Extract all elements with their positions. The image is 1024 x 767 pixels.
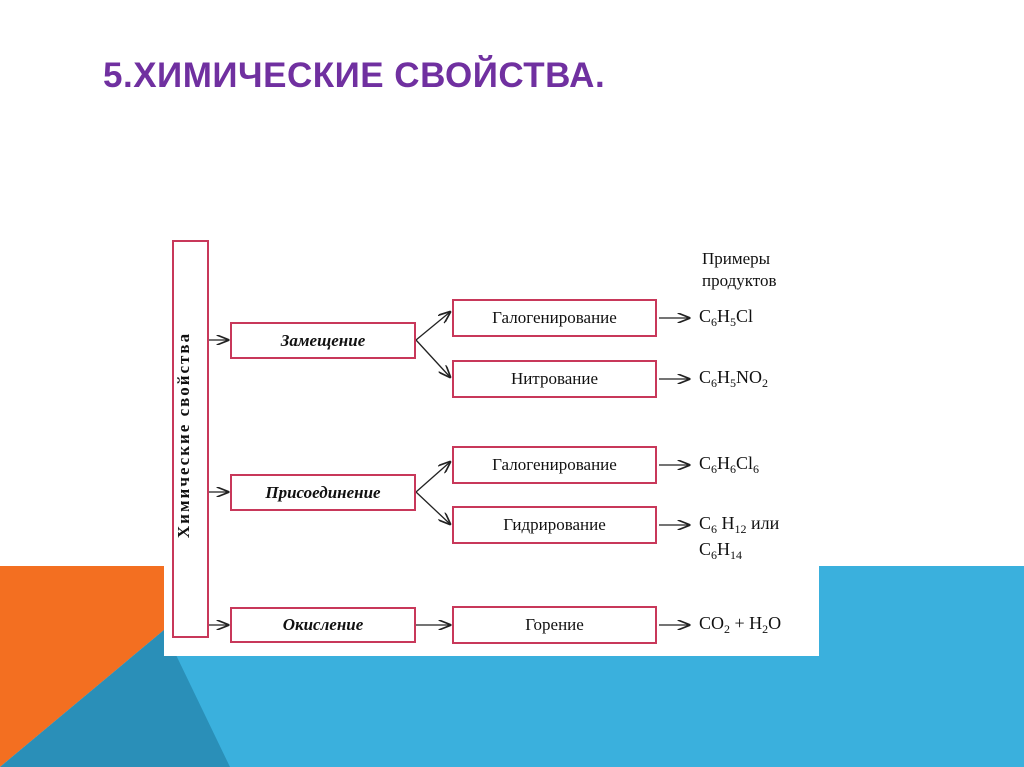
- formula-subscript: 6: [711, 522, 718, 536]
- formula-subscript: 6: [711, 315, 718, 329]
- formula-text: H: [717, 367, 731, 387]
- arrow-sub-to-nitration: [415, 339, 450, 377]
- product-formula: C6H6Cl6: [699, 453, 759, 477]
- formula-text: H: [717, 539, 731, 559]
- formula-text: C: [699, 513, 712, 533]
- formula-subscript: 5: [730, 376, 737, 390]
- products-header: Примеры продуктов: [702, 248, 777, 292]
- product-formula: CO2 + H2O: [699, 613, 781, 637]
- reaction-combustion: Горение: [452, 606, 657, 644]
- product-formula: C6H5NO2: [699, 367, 768, 391]
- formula-subscript: 6: [730, 462, 737, 476]
- category-oxidation: Окисление: [230, 607, 416, 643]
- formula-subscript: 6: [711, 548, 718, 562]
- formula-text: O: [768, 613, 782, 633]
- category-addition: Присоединение: [230, 474, 416, 511]
- chemical-properties-diagram: Химические свойства Замещение Присоедине…: [164, 232, 819, 656]
- category-substitution: Замещение: [230, 322, 416, 359]
- diagram-arrows: [209, 232, 819, 656]
- products-header-line2: продуктов: [702, 271, 777, 290]
- formula-subscript: 2: [762, 376, 769, 390]
- formula-subscript: 6: [753, 462, 760, 476]
- reaction-halogenation-sub: Галогенирование: [452, 299, 657, 337]
- formula-text: + H: [730, 613, 763, 633]
- formula-text: C: [699, 306, 712, 326]
- formula-text: H: [717, 306, 731, 326]
- product-formula: C6H5Cl: [699, 306, 753, 330]
- reaction-halogenation-add: Галогенирование: [452, 446, 657, 484]
- root-box: [172, 240, 209, 638]
- arrow-add-to-hydrogenation: [415, 491, 450, 524]
- formula-text: C: [699, 453, 712, 473]
- formula-text: CO: [699, 613, 725, 633]
- product-formula: C6H14: [699, 539, 742, 563]
- formula-subscript: 2: [724, 622, 731, 636]
- formula-subscript: 14: [730, 548, 743, 562]
- orange-shape: [0, 566, 164, 767]
- formula-text: C: [699, 367, 712, 387]
- formula-text: C: [699, 539, 712, 559]
- dark-blue-shape: [0, 630, 230, 767]
- formula-text: Cl: [736, 306, 754, 326]
- arrow-sub-to-halogenation: [415, 312, 450, 341]
- formula-subscript: 2: [762, 622, 769, 636]
- page-title: 5.ХИМИЧЕСКИЕ СВОЙСТВА.: [103, 56, 606, 95]
- reaction-hydrogenation: Гидрирование: [452, 506, 657, 544]
- formula-text: NO: [736, 367, 763, 387]
- arrow-add-to-halogenation: [415, 462, 450, 493]
- formula-text: H: [717, 453, 731, 473]
- formula-subscript: 6: [711, 462, 718, 476]
- products-header-line1: Примеры: [702, 249, 771, 268]
- formula-subscript: 6: [711, 376, 718, 390]
- product-formula: C6 H12 или: [699, 513, 779, 537]
- formula-text: Cl: [736, 453, 754, 473]
- root-label: Химические свойства: [174, 331, 193, 539]
- blue-shape: [0, 566, 1024, 767]
- reaction-nitration: Нитрование: [452, 360, 657, 398]
- formula-text: или: [746, 513, 780, 533]
- formula-text: H: [717, 513, 735, 533]
- formula-subscript: 5: [730, 315, 737, 329]
- formula-subscript: 12: [734, 522, 747, 536]
